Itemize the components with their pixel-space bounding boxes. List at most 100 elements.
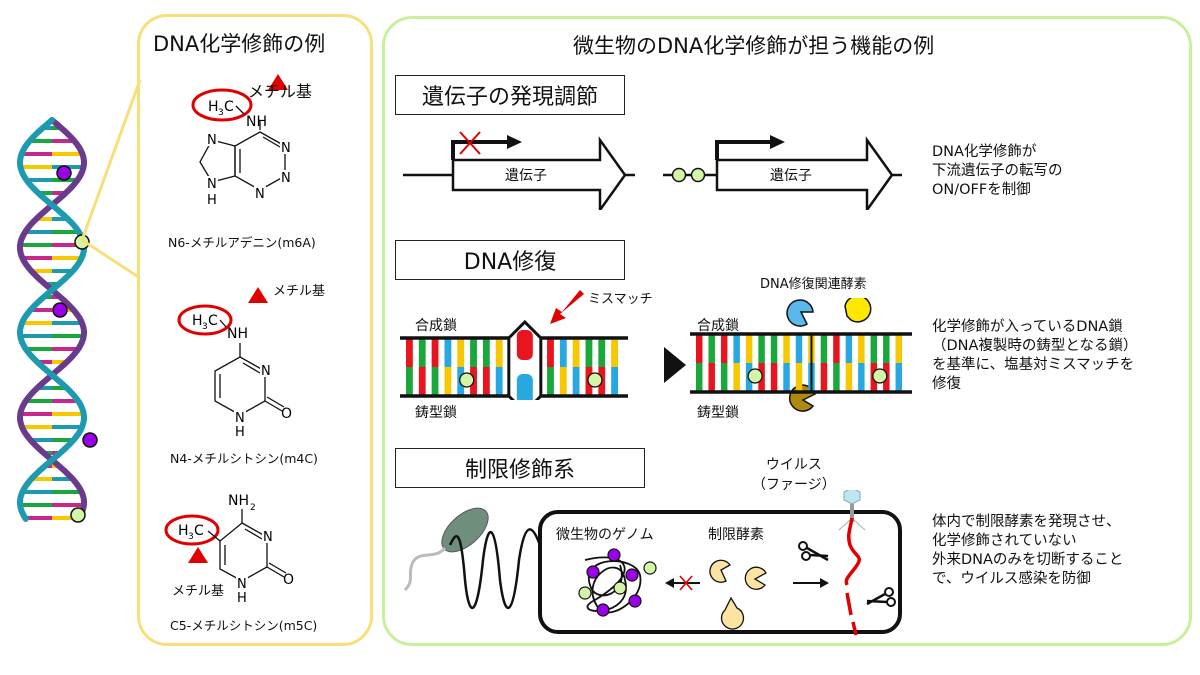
- base: [845, 363, 853, 392]
- methyl-highlight-circle: [191, 88, 253, 122]
- helix-backbone: [16, 117, 88, 522]
- svg-text:N: N: [207, 177, 217, 192]
- modification-dot: [459, 372, 475, 388]
- chemical-modification-examples-panel: [137, 14, 373, 646]
- base: [720, 334, 728, 363]
- modification-dot: [671, 167, 687, 183]
- base: [858, 334, 865, 363]
- base: [495, 338, 503, 367]
- base: [870, 334, 878, 363]
- base: [611, 338, 618, 367]
- svg-text:N: N: [255, 187, 265, 202]
- restriction-modification-description: 体内で制限酵素を発現させ、 化学修飾されていない 外来DNAのみを切断すること …: [932, 514, 1124, 587]
- section-heading-restriction-modification: 制限修飾系: [395, 448, 645, 488]
- base: [418, 367, 426, 396]
- base: [431, 338, 439, 367]
- restriction-modification-diagram: [403, 490, 902, 636]
- base: [820, 363, 828, 392]
- svg-text:3: 3: [188, 532, 194, 542]
- repair-enzyme-yellow-icon: [844, 298, 872, 323]
- base: [611, 367, 618, 396]
- methyl-label-2: メチル基: [273, 280, 325, 299]
- base: [770, 334, 778, 363]
- template-strand-label-right: 鋳型鎖: [697, 405, 739, 421]
- cut-arrow-icon: [820, 578, 829, 588]
- helix-backbone: [16, 117, 88, 522]
- svg-text:N: N: [261, 364, 271, 379]
- restriction-enzymes-icon: [709, 559, 767, 630]
- base: [720, 363, 728, 392]
- base: [783, 334, 790, 363]
- synthetic-strand-label-right: 合成鎖: [697, 318, 739, 334]
- right-panel-title: 微生物のDNA化学修飾が担う機能の例: [573, 34, 935, 58]
- base: [845, 334, 853, 363]
- base: [858, 363, 865, 392]
- base: [758, 334, 765, 363]
- svg-text:3: 3: [218, 108, 224, 118]
- base: [770, 363, 778, 392]
- base: [783, 363, 790, 392]
- base: [708, 363, 715, 392]
- modification-dot: [74, 234, 90, 250]
- molecule-name-m6a: N6-メチルアデニン(m6A): [168, 235, 316, 250]
- svg-text:H: H: [207, 193, 217, 208]
- microbial-functions-panel: [382, 16, 1192, 646]
- base: [482, 367, 490, 396]
- callout-lines: [80, 80, 142, 280]
- dna-helix-illustration: [16, 117, 98, 523]
- base: [895, 334, 902, 363]
- svg-text:NH: NH: [228, 493, 249, 509]
- base: [572, 338, 580, 367]
- mismatched-base: [516, 330, 533, 360]
- phage-icon: [838, 490, 866, 531]
- svg-text:N: N: [281, 141, 291, 156]
- modification-dot: [587, 372, 603, 388]
- svg-text:N: N: [237, 577, 247, 592]
- modification-dot: [872, 368, 888, 384]
- base: [547, 367, 554, 396]
- base: [820, 334, 828, 363]
- repaired-dna: [690, 332, 912, 394]
- svg-text:O: O: [283, 572, 294, 588]
- base: [406, 367, 413, 396]
- dna-repair-description: 化学修飾が入っているDNA鎖 （DNA複製時の鋳型となる鎖） を基準に、塩基対ミ…: [932, 319, 1138, 392]
- svg-text:NH: NH: [246, 114, 267, 130]
- repair-enzyme-label: DNA修復関連酵素: [760, 277, 867, 292]
- gene-label-left: 遺伝子: [505, 168, 547, 184]
- methyl-highlight-circle: [164, 514, 220, 546]
- base: [559, 338, 567, 367]
- methyl-label-text: メチル基: [273, 284, 326, 299]
- base: [733, 363, 740, 392]
- svg-text:N: N: [263, 530, 273, 545]
- base: [547, 338, 554, 367]
- repair-enzyme-blue-icon: [786, 299, 814, 327]
- gene-regulation-description: DNA化学修飾が 下流遺伝子の転写の ON/OFFを制御: [932, 144, 1063, 198]
- section-heading-gene-regulation: 遺伝子の発現調節: [395, 75, 625, 115]
- base: [795, 363, 803, 392]
- molecule-name-m4c: N4-メチルシトシン(m4C): [170, 451, 318, 466]
- genome-label: 微生物のゲノム: [556, 527, 654, 543]
- methyl-label-1: メチル基: [248, 82, 313, 101]
- base: [745, 334, 753, 363]
- scissors-icon: [866, 587, 896, 607]
- base: [696, 334, 703, 363]
- svg-text:N: N: [235, 411, 245, 426]
- dna-with-mismatch: [400, 320, 628, 400]
- molecule-name-m5c: C5-メチルシトシン(m5C): [170, 618, 318, 633]
- template-strand-label-left: 鋳型鎖: [415, 405, 457, 421]
- methyl-marker-icon: [188, 547, 208, 563]
- section-heading-dna-repair: DNA修復: [395, 240, 625, 280]
- methyl-highlight-circle: [177, 304, 233, 336]
- base: [598, 338, 606, 367]
- gene-arrow-right: [715, 136, 894, 210]
- base: [883, 334, 890, 363]
- svg-text:O: O: [281, 406, 292, 422]
- base: [482, 338, 490, 367]
- svg-text:NH: NH: [227, 326, 248, 342]
- blocked-arrow-icon: [665, 575, 700, 591]
- base: [696, 363, 703, 392]
- restriction-enzyme-label: 制限酵素: [708, 527, 764, 543]
- methyl-label-3: メチル基: [172, 584, 225, 599]
